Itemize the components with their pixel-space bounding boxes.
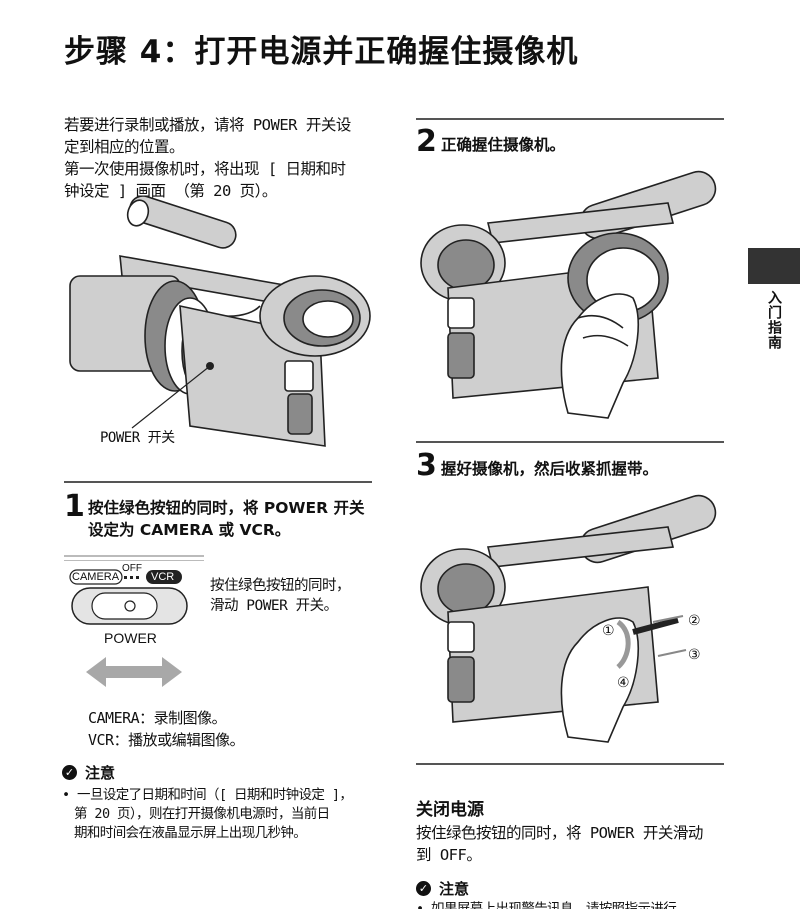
camera-mode-description: CAMERA：录制图像。: [88, 709, 227, 727]
power-off-line: 到 OFF。: [416, 846, 482, 864]
power-off-line: 按住绿色按钮的同时，将 POWER 开关滑动: [416, 824, 703, 842]
mode-descriptions: CAMERA：录制图像。 VCR：播放或编辑图像。: [88, 707, 245, 751]
intro-line: 若要进行录制或播放，请将 POWER 开关设: [64, 116, 351, 134]
caution-icon: ✓: [416, 881, 431, 896]
strap-tightening-illustration: [420, 494, 717, 743]
note-line: • 如果屏幕上出现警告讯息，请按照指示进行: [416, 901, 677, 909]
camcorder-illustration: [69, 196, 371, 447]
step1-line: 设定为 CAMERA 或 VCR。: [88, 521, 291, 539]
note2-text: • 如果屏幕上出现警告讯息，请按照指示进行: [416, 900, 736, 909]
step-number: 1: [64, 489, 85, 524]
power-off-heading: 关闭电源: [416, 800, 484, 820]
power-label: POWER: [104, 630, 157, 646]
strap-marker: ④: [617, 675, 630, 691]
intro-line: 第一次使用摄像机时，将出现 [ 日期和时: [64, 160, 346, 178]
switch-caption: 按住绿色按钮的同时， 滑动 POWER 开关。: [210, 576, 351, 616]
step3-text: 握好摄像机，然后收紧抓握带。: [441, 460, 659, 478]
divider: [416, 441, 724, 443]
divider: [416, 118, 724, 120]
strap-marker: ①: [602, 623, 615, 639]
strap-marker: ②: [688, 613, 701, 629]
strap-marker: ③: [688, 647, 701, 663]
switch-caption-line: 滑动 POWER 开关。: [210, 598, 338, 614]
off-mode-label: OFF: [122, 563, 142, 574]
power-switch-diagram: [69, 569, 188, 687]
power-off-text: 按住绿色按钮的同时，将 POWER 开关滑动 到 OFF。: [416, 822, 736, 866]
caution-icon: ✓: [62, 765, 77, 780]
note-line: 第 20 页），则在打开摄像机电源时，当前日: [74, 806, 330, 822]
intro-line: 钟设定 ] 画面 （第 20 页）。: [64, 182, 277, 200]
divider: [64, 481, 372, 483]
camera-mode-label: CAMERA: [72, 571, 120, 583]
vcr-mode-description: VCR：播放或编辑图像。: [88, 731, 245, 749]
step1-line: 按住绿色按钮的同时，将 POWER 开关: [88, 499, 365, 517]
note-title: 注意: [439, 880, 470, 898]
divider: [64, 560, 204, 561]
intro-text: 若要进行录制或播放，请将 POWER 开关设 定到相应的位置。 第一次使用摄像机…: [64, 114, 384, 202]
switch-caption-line: 按住绿色按钮的同时，: [210, 578, 351, 594]
note-heading: ✓ 注意: [62, 762, 115, 783]
vcr-mode-label: VCR: [151, 571, 175, 583]
page-title: 步骤 4：打开电源并正确握住摄像机: [64, 34, 579, 70]
hand-grip-illustration: [420, 170, 717, 419]
note-title: 注意: [85, 764, 116, 782]
step-number: 3: [416, 448, 437, 483]
step2-text: 正确握住摄像机。: [441, 136, 566, 154]
note1-text: • 一旦设定了日期和时间（[ 日期和时钟设定 ]， 第 20 页），则在打开摄像…: [62, 786, 382, 843]
divider: [416, 763, 724, 765]
power-switch-callout-label: POWER 开关: [100, 430, 175, 446]
divider: [64, 555, 204, 557]
section-tab-marker: [748, 248, 800, 284]
step-number: 2: [416, 124, 437, 159]
note-line: 期和时间会在液晶显示屏上出现几秒钟。: [74, 825, 307, 841]
section-tab-label: 入门指南: [766, 290, 782, 350]
note-heading: ✓ 注意: [416, 878, 469, 899]
step1-text: 按住绿色按钮的同时，将 POWER 开关 设定为 CAMERA 或 VCR。: [88, 497, 378, 541]
intro-line: 定到相应的位置。: [64, 138, 185, 156]
note-line: • 一旦设定了日期和时间（[ 日期和时钟设定 ]，: [62, 787, 353, 803]
